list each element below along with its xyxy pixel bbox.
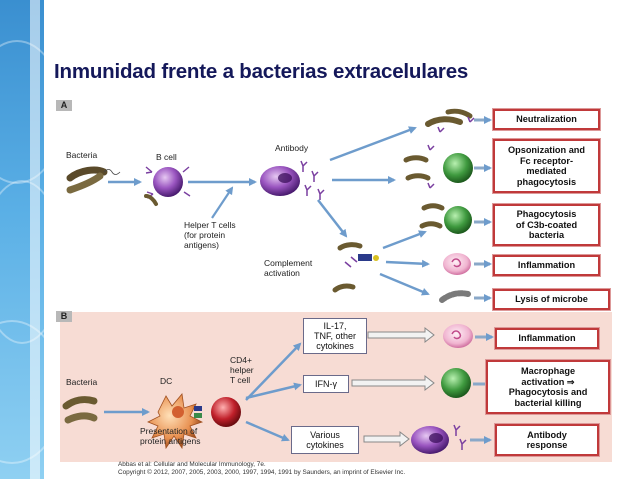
activated-macrophage [441,368,471,398]
bacteria-label-b: Bacteria [66,377,98,387]
b-cell-label: B cell [156,152,177,162]
cytokine-il17-box: IL-17, TNF, other cytokines [303,318,367,354]
arrow-il17-to-cell [367,326,435,344]
t-cell-label: CD4+ helper T cell [230,355,254,385]
lysed-microbe [439,290,471,303]
antibody-label: Antibody [275,143,309,153]
outcome-c3b-phagocytosis: Phagocytosis of C3b-coated bacteria [493,204,600,246]
complement-complex [332,242,379,293]
outcome-opsonization: Opsonization and Fc receptor- mediated p… [493,139,600,193]
arrow-various-to-cell [363,430,410,448]
arrow-helper-t [211,186,234,219]
slide-title: Inmunidad frente a bacterias extracelula… [54,60,469,83]
antibodies [300,160,325,200]
inflammation-cell-a [443,253,471,275]
cytokine-various-box: Various cytokines [291,426,359,454]
arrow-to-various [245,420,290,442]
arrow-to-inflammation [385,259,430,268]
inflammation-cell-b [443,324,473,348]
presentation-label: Presentation of protein antigens [140,426,201,446]
outcome-inflammation-b: Inflammation [495,328,599,349]
bacterium-a [66,166,121,194]
cytokine-ifng-box: IFN-γ [303,375,349,393]
arrow-to-lysis [379,272,430,296]
figure-citation: Abbas et al: Cellular and Molecular Immu… [118,461,406,476]
neutralized-bacteria [425,108,475,133]
fc-phagocyte [403,144,473,189]
b-cell [144,166,191,206]
arrow-ifng-to-cell [351,374,435,392]
plasma-cell [260,166,300,196]
outcome-neutralization: Neutralization [493,109,600,130]
slide-sidebar-decoration [0,0,44,479]
panel-b-label: B [56,311,72,322]
outcome-macrophage-activation: Macrophage activation ⇒ Phagocytosis and… [486,360,610,414]
helper-t-label: Helper T cells (for protein antigens) [184,220,236,250]
panel-a-label: A [56,100,72,111]
antibody-b-cell [411,424,467,454]
complement-label: Complement activation [264,258,313,278]
arrow-to-complement [317,199,348,238]
arrow-to-il17 [245,342,302,401]
outcome-inflammation-a: Inflammation [493,255,600,276]
arrow-to-c3b-phagocytosis [382,230,427,250]
outcome-antibody-response: Antibody response [495,424,599,456]
bacterium-b [62,396,98,424]
arrow-to-ifng [245,382,302,400]
dc-label: DC [160,376,173,386]
cd4-t-cell [211,397,241,427]
bacteria-label-a: Bacteria [66,150,98,160]
c3b-phagocyte [419,203,472,234]
outcome-lysis: Lysis of microbe [493,289,610,310]
dendritic-cell [147,393,204,450]
arrow-to-neutralization [329,126,417,162]
